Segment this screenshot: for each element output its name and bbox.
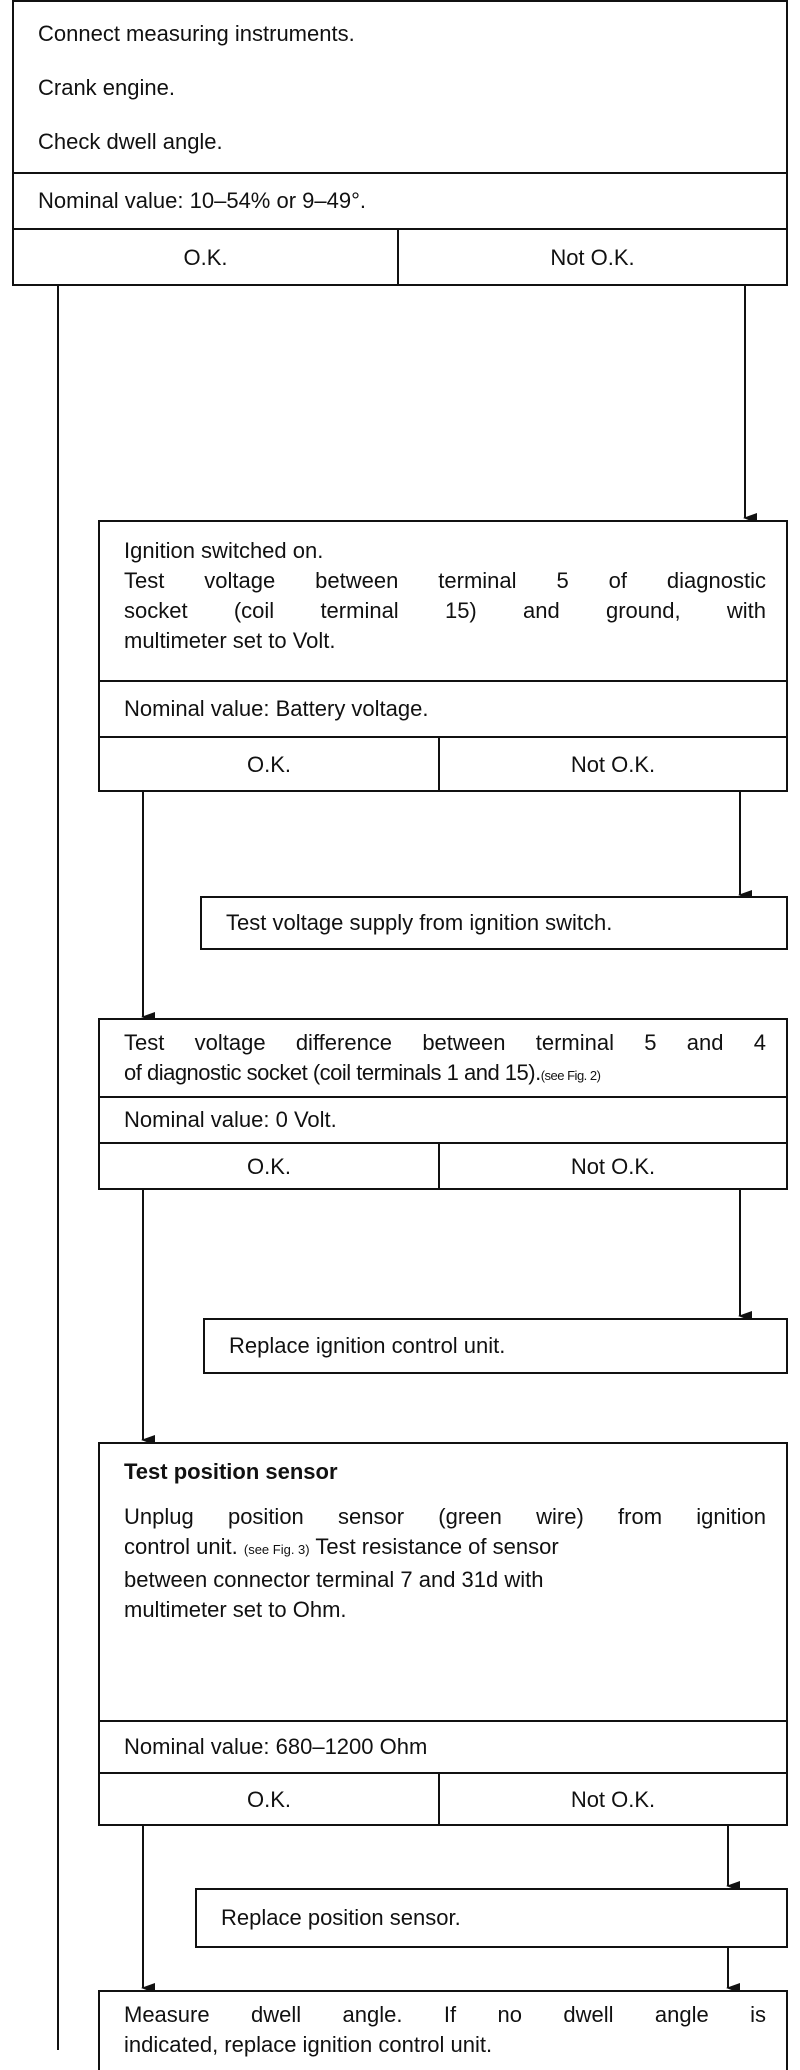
box4-text: Unplug position sensor (green wire) from… <box>124 1502 766 1625</box>
action-replace-position-sensor: Replace position sensor. <box>195 1888 788 1948</box>
action-test-voltage-supply: Test voltage supply from ignition switch… <box>200 896 788 950</box>
result-ok: O.K. <box>100 1774 440 1826</box>
result-row: O.K. Not O.K. <box>14 228 786 286</box>
box2-text: Ignition switched on. Test voltage betwe… <box>124 536 766 656</box>
result-ok: O.K. <box>100 738 440 792</box>
box-ignition-voltage: Ignition switched on. Test voltage betwe… <box>98 520 788 792</box>
box-measure-dwell-final: Measure dwell angle. If no dwell angle i… <box>98 1990 788 2070</box>
box3-line: of diagnostic socket (coil terminals 1 a… <box>124 1058 766 1091</box>
box-test-position-sensor: Test position sensor Unplug position sen… <box>98 1442 788 1826</box>
fig-reference: (see Fig. 2) <box>540 1068 601 1083</box>
result-ok: O.K. <box>14 230 399 286</box>
nominal-value: Nominal value: 680–1200 Ohm <box>100 1720 786 1772</box>
result-not-ok: Not O.K. <box>570 1154 656 1179</box>
box4-line: multimeter set to Ohm. <box>124 1597 347 1622</box>
result-row: O.K. Not O.K. <box>100 1772 786 1826</box>
box4-line: control unit. (see Fig. 3) Test resistan… <box>124 1534 559 1559</box>
action-text: Replace position sensor. <box>221 1905 461 1930</box>
step-check-dwell: Check dwell angle. <box>38 129 223 154</box>
box4-title: Test position sensor <box>124 1459 338 1484</box>
final-line: indicated, replace ignition control unit… <box>124 2032 493 2057</box>
box2-line: multimeter set to Volt. <box>124 628 336 653</box>
box-voltage-difference: Test voltage difference between terminal… <box>98 1018 788 1190</box>
box3-line: Test voltage difference between terminal… <box>124 1030 766 1055</box>
nominal-value: Nominal value: 0 Volt. <box>100 1096 786 1142</box>
step-crank-engine: Crank engine. <box>38 75 175 100</box>
result-not-ok: Not O.K. <box>570 752 656 777</box>
step-connect-instruments: Connect measuring instruments. <box>38 21 355 46</box>
fig-reference: (see Fig. 3) <box>243 1542 310 1557</box>
result-row: O.K. Not O.K. <box>100 1142 786 1190</box>
box2-line: Ignition switched on. <box>124 538 324 563</box>
result-row: O.K. Not O.K. <box>100 736 786 792</box>
final-text: Measure dwell angle. If no dwell angle i… <box>124 2000 766 2060</box>
box2-line: socket (coil terminal 15) and ground, wi… <box>124 598 766 623</box>
box-initial-check: Connect measuring instruments. Crank eng… <box>12 0 788 286</box>
result-not-ok: Not O.K. <box>550 245 635 270</box>
box4-line: Unplug position sensor (green wire) from… <box>124 1504 766 1529</box>
result-not-ok: Not O.K. <box>570 1787 656 1812</box>
action-replace-control-unit: Replace ignition control unit. <box>203 1318 788 1374</box>
box3-line2: of diagnostic socket (coil terminals 1 a… <box>124 1060 541 1085</box>
box3-text: Test voltage difference between terminal… <box>124 1028 766 1091</box>
nominal-value: Nominal value: Battery voltage. <box>100 680 786 736</box>
final-line: Measure dwell angle. If no dwell angle i… <box>124 2002 766 2027</box>
action-text: Replace ignition control unit. <box>229 1333 506 1358</box>
result-ok: O.K. <box>100 1144 440 1190</box>
action-text: Test voltage supply from ignition switch… <box>226 910 613 935</box>
box4-line: between connector terminal 7 and 31d wit… <box>124 1567 544 1592</box>
nominal-value: Nominal value: 10–54% or 9–49°. <box>14 172 786 228</box>
box2-line: Test voltage between terminal 5 of diagn… <box>124 568 766 593</box>
